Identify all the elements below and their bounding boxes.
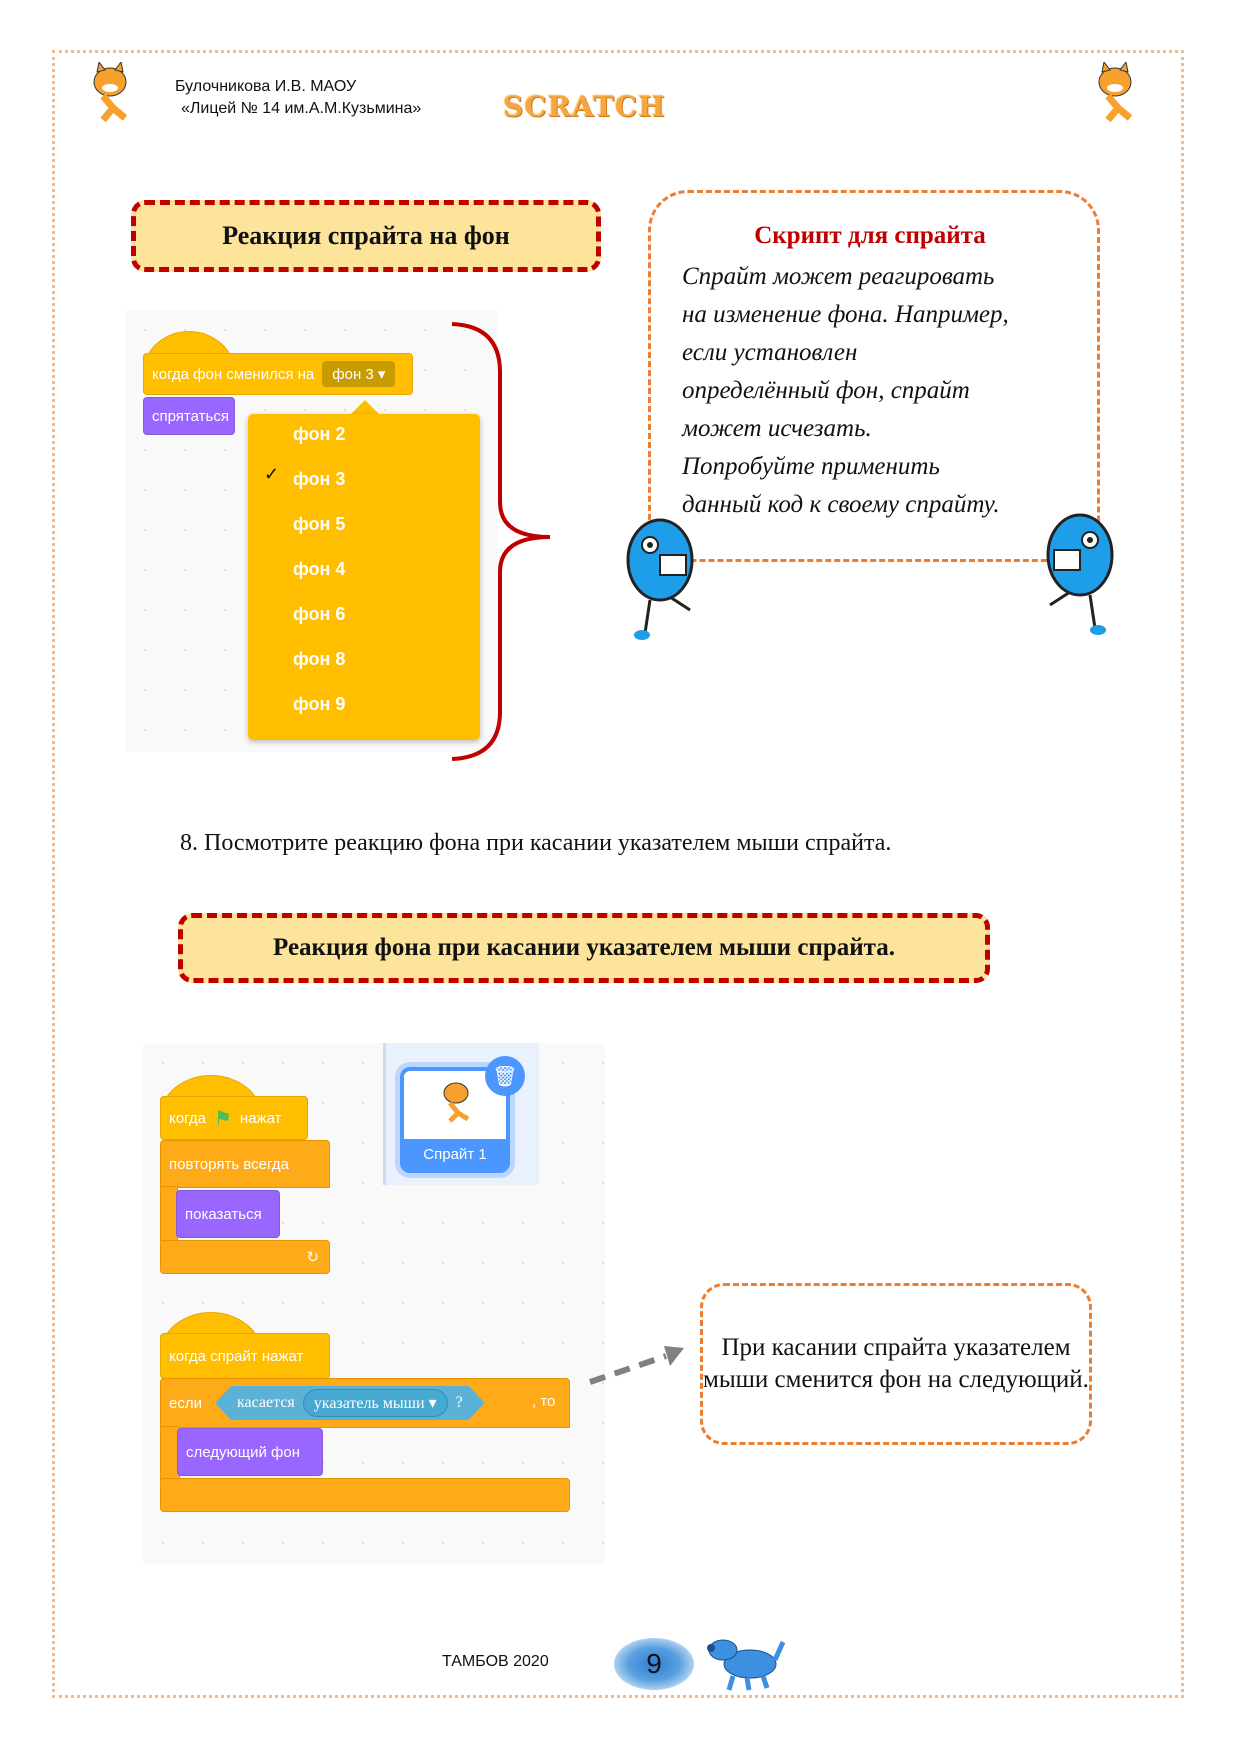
scratch-cat-icon (1098, 62, 1133, 123)
forever-block[interactable]: повторять всегда (160, 1140, 330, 1188)
menu-item[interactable]: фон 6 (293, 604, 346, 624)
when-backdrop-switches-block[interactable]: когда фон сменился на фон 3 ▾ (143, 353, 413, 395)
blue-dog-icon (707, 1639, 785, 1691)
block-label: спрятаться (152, 407, 229, 425)
hide-block[interactable]: спрятаться (143, 397, 235, 435)
menu-item[interactable]: фон 5 (293, 514, 346, 534)
then-label: , то (532, 1393, 556, 1410)
touching-block[interactable]: касается указатель мыши ▾ ? (215, 1386, 485, 1420)
menu-item[interactable]: фон 3 (293, 469, 346, 489)
step-instruction: 8. Посмотрите реакцию фона при касании у… (180, 830, 892, 856)
sprite-script-note (648, 190, 1100, 562)
backdrop-dropdown[interactable]: фон 3 ▾ (322, 361, 396, 387)
menu-item[interactable]: фон 4 (293, 559, 346, 579)
if-end (160, 1478, 570, 1512)
section1-title: Реакция спрайта на фон (131, 200, 601, 272)
curly-brace (451, 322, 551, 761)
when-sprite-clicked-block[interactable]: когда спрайт нажат (160, 1333, 330, 1379)
delete-sprite-button[interactable]: 🗑 (485, 1056, 525, 1096)
menu-pointer (350, 400, 380, 415)
touching-dropdown[interactable]: указатель мыши ▾ (303, 1389, 448, 1417)
note-title: Скрипт для спрайта (754, 222, 986, 249)
scratch-cat-icon (93, 62, 128, 123)
loop-arrow-icon: ↻ (306, 1249, 319, 1266)
scratch-logo: SCRATCH (503, 90, 666, 123)
page-number: 9 (614, 1638, 694, 1690)
show-block[interactable]: показаться (176, 1190, 280, 1238)
note-body: Спрайт может реагировать на изменение фо… (682, 263, 1009, 518)
page-border (52, 50, 1184, 1698)
backdrop-menu: ✓ фон 2 фон 3 фон 5 фон 4 фон 6 фон 8 фо… (248, 414, 480, 740)
sprite-thumbnail[interactable]: Спрайт 1 (400, 1067, 510, 1173)
blue-monster-icon (626, 518, 694, 640)
footer-city-year: ТАМБОВ 2020 (442, 1653, 549, 1670)
scratch-cat-icon (443, 1082, 470, 1123)
header-author: Булочникова И.В. МАОУ «Лицей № 14 им.А.М… (175, 78, 422, 117)
check-icon: ✓ (264, 464, 280, 484)
green-flag-icon: ⚑ (213, 1107, 232, 1130)
menu-item[interactable]: фон 8 (293, 649, 346, 669)
trash-icon: 🗑 (492, 1065, 518, 1088)
block-label: когда фон сменился на (152, 365, 315, 383)
forever-end: ↻ (160, 1240, 330, 1274)
when-flag-clicked-block[interactable]: когда ⚑ нажат (160, 1096, 308, 1140)
touch-note: При касании спрайта указателем мыши смен… (700, 1283, 1092, 1445)
section2-title: Реакция фона при касании указателем мыши… (178, 913, 990, 983)
blue-monster-icon (1046, 513, 1114, 635)
menu-item[interactable]: фон 2 (293, 424, 346, 444)
dashed-arrow-icon (589, 1346, 684, 1385)
sprite-name: Спрайт 1 (404, 1139, 506, 1169)
menu-item[interactable]: фон 9 (293, 694, 346, 714)
next-backdrop-block[interactable]: следующий фон (177, 1428, 323, 1476)
